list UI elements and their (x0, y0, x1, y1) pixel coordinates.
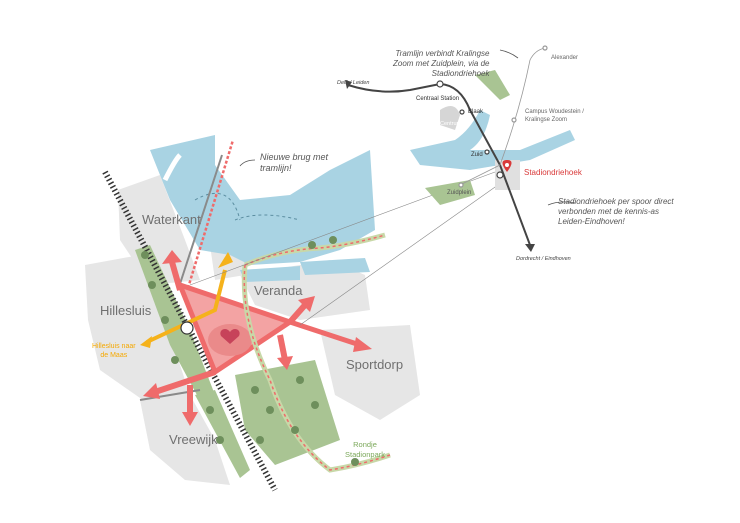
urban-blocks (85, 175, 420, 485)
new-bridge-tram (186, 139, 235, 289)
district-label-waterkant: Waterkant (142, 212, 201, 227)
station-campus: Campus Woudestein /Kralingse Zoom (525, 109, 584, 123)
river-arm (300, 258, 370, 275)
trees (141, 236, 359, 466)
district-label-sportdorp: Sportdorp (346, 357, 404, 372)
station-icon (180, 321, 194, 335)
red-arrows (143, 250, 372, 426)
inset-river (410, 110, 575, 170)
river (150, 135, 375, 265)
label-stadiondriehoek: Stadiondriehoek (524, 168, 582, 177)
label-dordrecht-eindhoven: Dordrecht / Eindhoven (516, 256, 571, 262)
label-centrum: Centrum (440, 121, 462, 127)
station-centraal: Centraal Station (416, 96, 460, 102)
heart-icon (220, 329, 240, 344)
district-label-veranda: Veranda (254, 283, 303, 298)
tram-line-inset (499, 47, 546, 166)
district-label-hillesluis: Hillesluis (100, 303, 152, 318)
label-delft-leiden: Delft / Leiden (337, 80, 370, 86)
district-label-vreewijk: Vreewijk (169, 432, 218, 447)
yellow-route (146, 269, 227, 344)
tram-line-bridge (177, 154, 223, 291)
inset-centrum (440, 106, 460, 130)
station-alexander: Alexander (551, 55, 579, 61)
river-arm (240, 266, 300, 282)
station-zuidplein: Zuidplein (447, 190, 472, 196)
station-blaak: Blaak (468, 109, 484, 115)
station-zuid: Zuid (471, 152, 483, 158)
water-path (194, 192, 301, 221)
station-dots (436, 45, 548, 188)
inset-park (475, 70, 510, 100)
